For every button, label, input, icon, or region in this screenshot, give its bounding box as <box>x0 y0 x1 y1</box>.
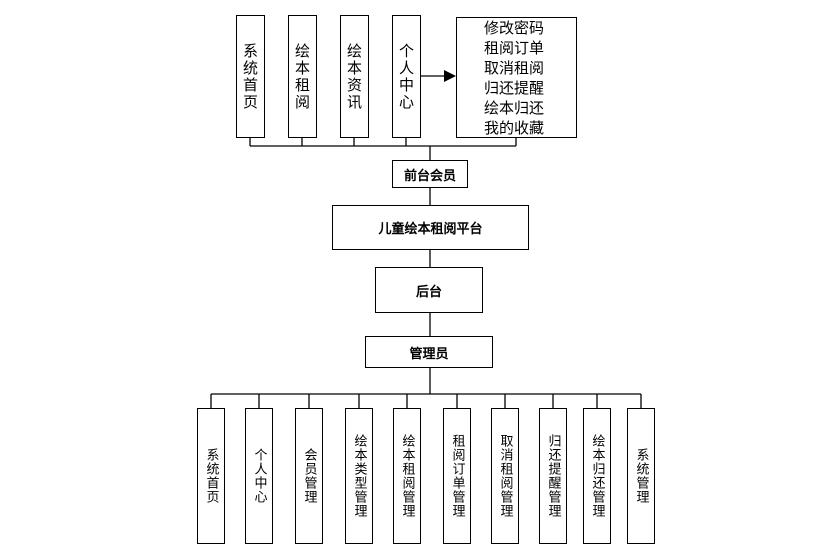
admin-box: 管理员 <box>365 336 493 368</box>
list-item: 归还提醒 <box>484 79 545 97</box>
admin-module-member: 会员管理 <box>295 408 323 544</box>
front-module-personal-center: 个人中心 <box>392 15 421 138</box>
front-module-book-news: 绘本资讯 <box>340 15 369 138</box>
admin-module-label: 系统首页 <box>203 448 219 504</box>
front-module-label: 个人中心 <box>397 42 415 111</box>
personal-center-list: 修改密码 租阅订单 取消租阅 归还提醒 绘本归还 我的收藏 <box>456 17 577 138</box>
front-module-home: 系统首页 <box>236 15 265 138</box>
admin-module-label: 租阅订单管理 <box>449 434 465 518</box>
list-item: 我的收藏 <box>484 119 545 137</box>
admin-module-label: 绘本租阅管理 <box>399 434 415 518</box>
list-item: 绘本归还 <box>484 99 545 117</box>
arrow-head-icon <box>444 70 456 82</box>
admin-module-personal-center: 个人中心 <box>245 408 273 544</box>
list-item: 取消租阅 <box>484 59 545 77</box>
admin-module-label: 绘本类型管理 <box>351 434 367 518</box>
admin-module-label: 绘本归还管理 <box>589 434 605 518</box>
admin-module-label: 系统管理 <box>633 448 649 504</box>
front-module-book-rental: 绘本租阅 <box>288 15 317 138</box>
front-module-label: 绘本租阅 <box>293 42 311 111</box>
backend-box: 后台 <box>375 267 483 313</box>
admin-module-label: 个人中心 <box>251 448 267 504</box>
admin-module-book-type: 绘本类型管理 <box>345 408 373 544</box>
admin-module-rental-order: 租阅订单管理 <box>443 408 471 544</box>
admin-module-cancel-rental: 取消租阅管理 <box>491 408 519 544</box>
platform-box: 儿童绘本租阅平台 <box>332 205 529 250</box>
backend-label: 后台 <box>415 284 442 300</box>
admin-module-label: 归还提醒管理 <box>545 434 561 518</box>
list-item: 租阅订单 <box>484 39 545 57</box>
admin-label: 管理员 <box>409 346 449 362</box>
list-item: 修改密码 <box>484 19 545 37</box>
platform-title: 儿童绘本租阅平台 <box>378 222 483 237</box>
front-member-box: 前台会员 <box>392 160 468 188</box>
front-module-label: 系统首页 <box>241 42 259 111</box>
admin-module-book-return: 绘本归还管理 <box>583 408 611 544</box>
admin-module-home: 系统首页 <box>197 408 225 544</box>
front-module-label: 绘本资讯 <box>345 42 363 111</box>
admin-module-book-rental: 绘本租阅管理 <box>393 408 421 544</box>
admin-module-return-reminder: 归还提醒管理 <box>539 408 567 544</box>
admin-module-label: 取消租阅管理 <box>497 434 513 518</box>
front-member-label: 前台会员 <box>403 168 456 184</box>
admin-module-label: 会员管理 <box>301 448 317 504</box>
admin-module-system: 系统管理 <box>627 408 655 544</box>
